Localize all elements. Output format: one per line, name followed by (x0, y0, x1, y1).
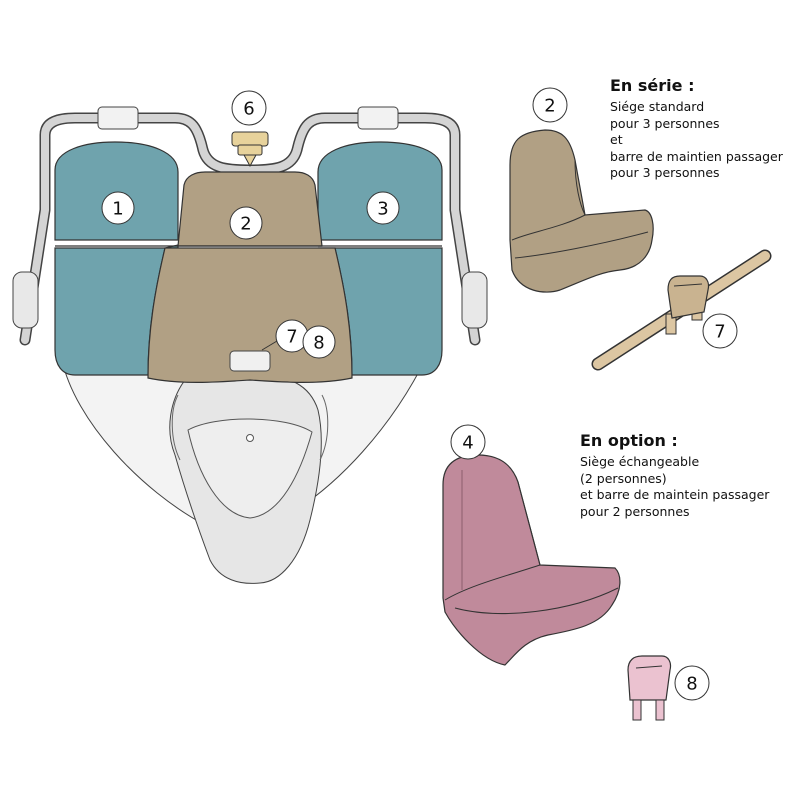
callout-option-line: Siège échangeable (580, 454, 769, 471)
callout-option-line: pour 2 personnes (580, 504, 769, 521)
svg-text:6: 6 (243, 99, 254, 120)
badge-6: 6 (232, 91, 266, 125)
rail-grip-right (462, 272, 487, 328)
callout-serie-line: Siége standard (610, 99, 783, 116)
badge-2-standard: 2 (533, 88, 567, 122)
rail-clip-left (98, 107, 138, 129)
callout-serie-line: et (610, 132, 783, 149)
badge-8-main: 8 (303, 326, 335, 358)
watercraft-top-view (13, 107, 487, 583)
badge-7-main: 7 (276, 320, 308, 352)
svg-text:8: 8 (686, 674, 697, 695)
callout-option: En option : Siège échangeable (2 personn… (580, 431, 769, 520)
callout-option-title: En option : (580, 431, 769, 450)
svg-text:4: 4 (462, 433, 473, 454)
badge-1: 1 (102, 192, 134, 224)
callout-serie-line: pour 3 personnes (610, 165, 783, 182)
callout-serie-title: En série : (610, 76, 783, 95)
callout-option-line: (2 personnes) (580, 471, 769, 488)
grab-bar-knob (230, 351, 270, 371)
deck-cap (247, 435, 254, 442)
badge-8-option: 8 (675, 666, 709, 700)
optional-grab-handle-illustration (628, 656, 671, 720)
svg-text:2: 2 (240, 214, 251, 235)
badge-3: 3 (367, 192, 399, 224)
svg-text:7: 7 (714, 322, 725, 343)
svg-text:8: 8 (313, 333, 324, 354)
passenger-bar-illustration (598, 256, 765, 364)
callout-option-line: et barre de maintein passager (580, 487, 769, 504)
rail-clip-right (358, 107, 398, 129)
callout-serie: En série : Siége standard pour 3 personn… (610, 76, 783, 182)
badge-7-bar: 7 (703, 314, 737, 348)
svg-text:2: 2 (544, 96, 555, 117)
callout-serie-line: pour 3 personnes (610, 116, 783, 133)
badge-4: 4 (451, 425, 485, 459)
svg-text:1: 1 (112, 199, 123, 220)
rail-grip-left (13, 272, 38, 328)
svg-text:3: 3 (377, 199, 388, 220)
badge-2-main: 2 (230, 207, 262, 239)
svg-text:7: 7 (286, 327, 297, 348)
handle-part-6 (232, 132, 268, 166)
callout-serie-line: barre de maintien passager (610, 149, 783, 166)
